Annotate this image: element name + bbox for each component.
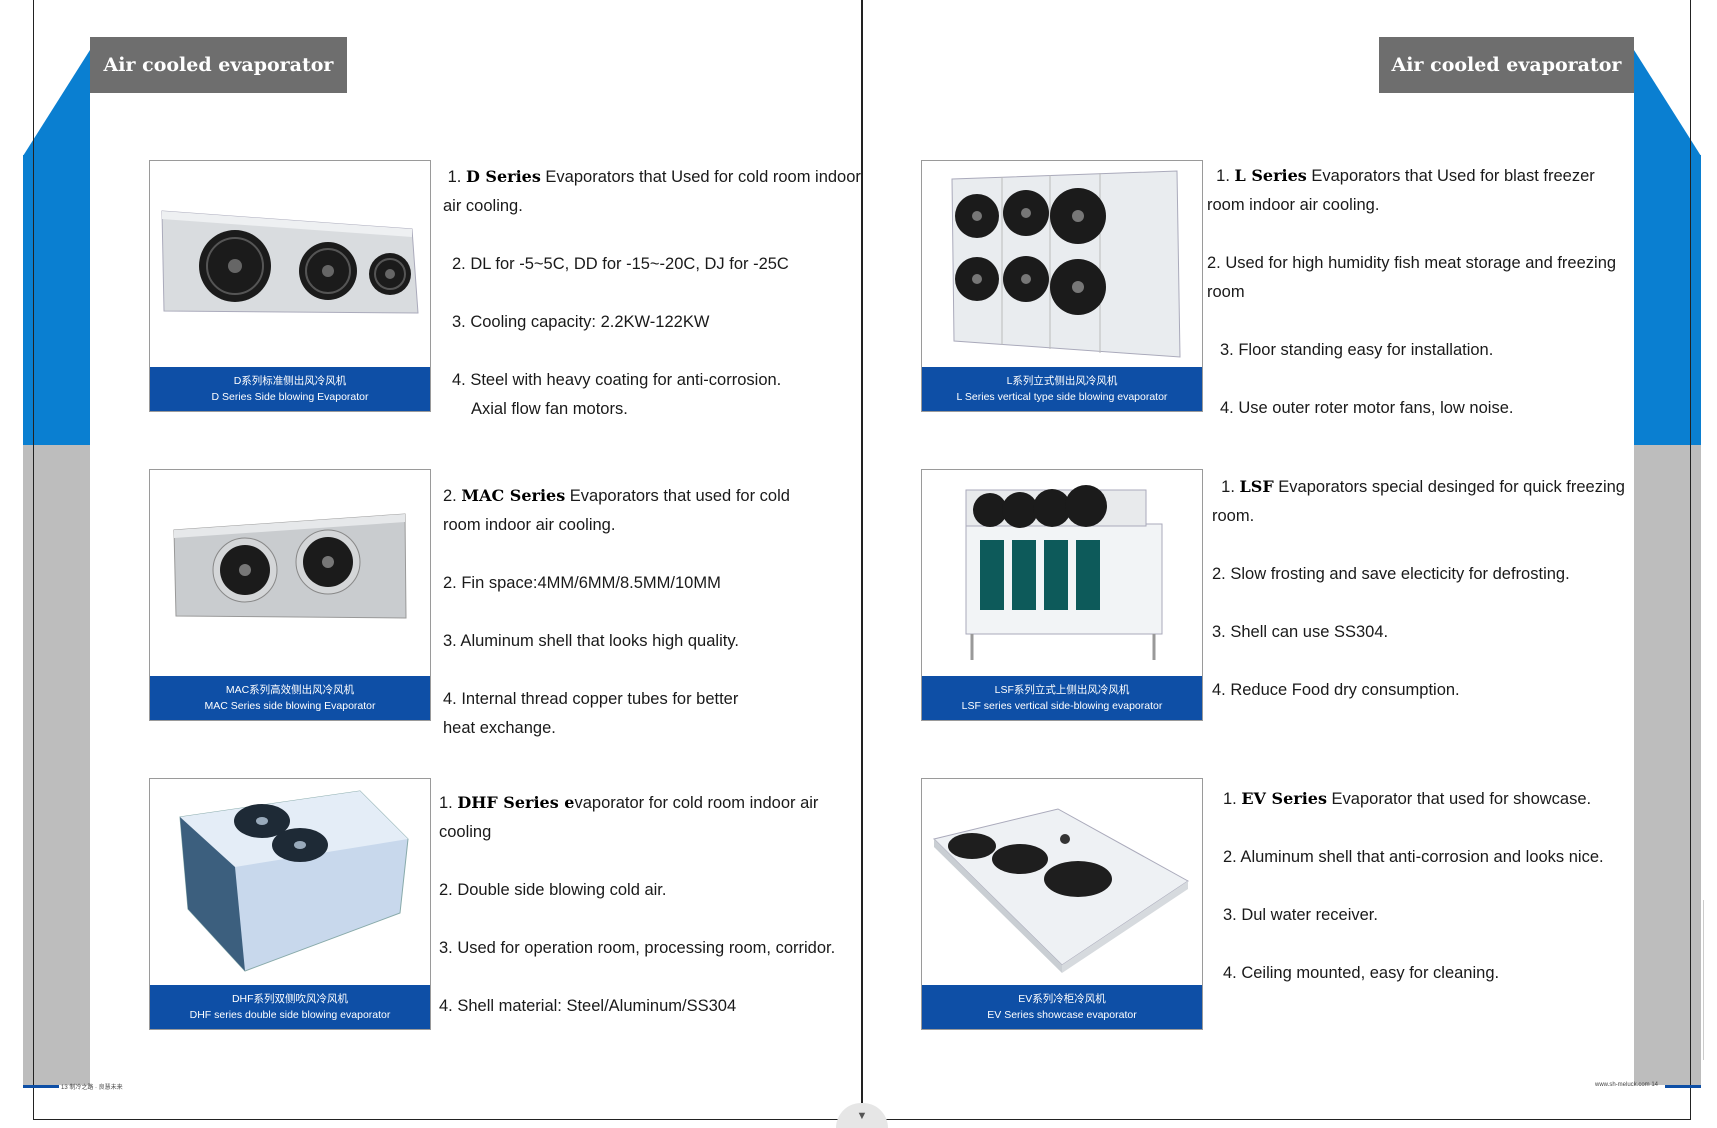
spec-point: 4. Shell material: Steel/Aluminum/SS304 [439,997,737,1015]
product-description-ev-series: 1. EV Series Evaporator that used for sh… [1223,784,1663,988]
page-title: Air cooled evaporator [1379,37,1634,93]
left-blue-wedge [23,50,90,156]
spec-point: 1. LSF Evaporators special desinged for … [1212,477,1625,525]
right-blue-band [1634,155,1701,445]
caption-en: L Series vertical type side blowing evap… [956,391,1168,403]
caption-en: D Series Side blowing Evaporator [211,391,369,403]
evaporator-2fan-icon [150,470,430,674]
caption-cn: MAC系列高效侧出风冷风机 [225,684,355,696]
evaporator-lsf-icon [922,470,1202,674]
spec-point: 2. Aluminum shell that anti-corrosion an… [1223,848,1604,866]
product-caption: LSF系列立式上侧出风冷风机 LSF series vertical side-… [922,676,1202,720]
left-page-edge [33,0,34,1120]
caption-cn: LSF系列立式上侧出风冷风机 [994,684,1130,696]
product-caption: DHF系列双侧吹风冷风机 DHF series double side blow… [150,985,430,1029]
product-caption: EV系列冷柜冷风机 EV Series showcase evaporator [922,985,1202,1029]
spec-point: 1. D Series Evaporators that Used for co… [443,167,861,215]
left-gray-band [23,445,90,1085]
right-page-edge [1690,0,1691,1120]
page-spine [861,0,863,1120]
right-blue-wedge [1634,50,1701,156]
right-page-bottom [863,1119,1691,1120]
spec-point: 3. Floor standing easy for installation. [1220,341,1494,359]
spec-point: 3. Dul water receiver. [1223,906,1378,924]
caption-cn: EV系列冷柜冷风机 [1018,993,1106,1005]
spec-point: 1. DHF Series evaporator for cold room i… [439,793,819,841]
spec-point: 3. Cooling capacity: 2.2KW-122KW [452,313,710,331]
caption-en: DHF series double side blowing evaporato… [189,1009,391,1021]
product-description-lsf-series: 1. LSF Evaporators special desinged for … [1212,472,1652,705]
spec-point: 2. MAC Series Evaporators that used for … [443,486,790,534]
evaporator-vertical-6fan-icon [922,161,1202,365]
product-description-d-series: 1. D Series Evaporators that Used for co… [443,162,863,424]
page-footer: 13 制冷之路 · 良慧未来 [61,1085,123,1091]
caption-cn: D系列标准侧出风冷风机 [233,375,347,387]
spec-point: 3. Used for operation room, processing r… [439,939,836,957]
footer-bar [1665,1085,1701,1088]
caption-cn: DHF系列双侧吹风冷风机 [231,993,349,1005]
caption-en: MAC Series side blowing Evaporator [204,700,376,712]
left-page: Air cooled evaporator D系列标准侧出风冷风机 D Seri… [23,0,863,1120]
right-gray-band [1634,445,1701,1085]
viewer-edge [1703,900,1717,1060]
product-caption: L系列立式侧出风冷风机 L Series vertical type side … [922,367,1202,411]
product-card-lsf-series: LSF系列立式上侧出风冷风机 LSF series vertical side-… [921,469,1203,721]
spec-point: 2. Slow frosting and save electicity for… [1212,565,1570,583]
product-description-mac-series: 2. MAC Series Evaporators that used for … [443,481,823,743]
caption-en: EV Series showcase evaporator [987,1009,1137,1021]
left-page-bottom [33,1119,863,1120]
caption-cn: L系列立式侧出风冷风机 [1006,375,1118,387]
chevron-down-icon: ▼ [856,1109,868,1122]
evaporator-double-side-icon [150,779,430,983]
spec-point: 4. Use outer roter motor fans, low noise… [1220,399,1514,417]
spec-point: 2. Used for high humidity fish meat stor… [1207,254,1617,301]
page-title: Air cooled evaporator [90,37,347,93]
spec-point: 4. Ceiling mounted, easy for cleaning. [1223,964,1500,982]
spec-point: 4. Internal thread copper tubes for bett… [443,690,739,737]
spec-point: 4. Steel with heavy coating for anti-cor… [452,371,782,418]
spec-point: 4. Reduce Food dry consumption. [1212,681,1460,699]
evaporator-showcase-icon [922,779,1202,983]
evaporator-3fan-icon [150,161,430,365]
product-card-l-series: L系列立式侧出风冷风机 L Series vertical type side … [921,160,1203,412]
spec-point: 2. DL for -5~5C, DD for -15~-20C, DJ for… [452,255,789,273]
spec-point: 3. Shell can use SS304. [1212,623,1389,641]
spec-point: 1. L Series Evaporators that Used for bl… [1207,166,1595,214]
product-caption: D系列标准侧出风冷风机 D Series Side blowing Evapor… [150,367,430,411]
left-blue-band [23,155,90,445]
spec-point: 1. EV Series Evaporator that used for sh… [1223,789,1592,808]
product-description-dhf-series: 1. DHF Series evaporator for cold room i… [439,788,849,1021]
page-footer: www.sh-meluck.com 14 [1595,1082,1659,1088]
product-card-dhf-series: DHF系列双侧吹风冷风机 DHF series double side blow… [149,778,431,1030]
footer-bar [23,1085,59,1088]
right-page: Air cooled evaporator L系列立式侧出风冷风机 L Seri… [863,0,1701,1120]
caption-en: LSF series vertical side-blowing evapora… [961,700,1163,712]
product-description-l-series: 1. L Series Evaporators that Used for bl… [1207,161,1647,423]
product-card-d-series: D系列标准侧出风冷风机 D Series Side blowing Evapor… [149,160,431,412]
product-card-mac-series: MAC系列高效侧出风冷风机 MAC Series side blowing Ev… [149,469,431,721]
spec-point: 2. Fin space:4MM/6MM/8.5MM/10MM [443,574,721,592]
spec-point: 3. Aluminum shell that looks high qualit… [443,632,739,650]
product-caption: MAC系列高效侧出风冷风机 MAC Series side blowing Ev… [150,676,430,720]
product-card-ev-series: EV系列冷柜冷风机 EV Series showcase evaporator [921,778,1203,1030]
spec-point: 2. Double side blowing cold air. [439,881,667,899]
